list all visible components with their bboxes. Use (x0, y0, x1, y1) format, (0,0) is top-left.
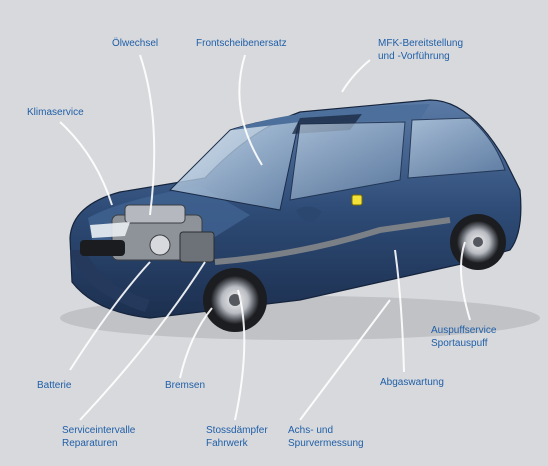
highlight-rear (351, 194, 363, 206)
label-bremsen-text: Bremsen (165, 380, 206, 391)
headlight (90, 222, 130, 238)
label-serviceintervalle[interactable]: Serviceintervalle Reparaturen (62, 424, 135, 450)
side-window-front (289, 121, 406, 201)
label-mfk-line2: und -Vorführung (378, 51, 450, 62)
label-service-line1: Serviceintervalle (62, 425, 136, 436)
label-auspuffservice[interactable]: Auspuffservice Sportauspuff (431, 324, 496, 350)
front-grill (80, 240, 125, 256)
label-auspuff-line1: Auspuffservice (431, 325, 497, 336)
label-auspuff-line2: Sportauspuff (431, 338, 488, 349)
label-abgaswartung[interactable]: Abgaswartung (380, 376, 444, 389)
label-achs-line1: Achs- und (288, 425, 334, 436)
label-stossdaempfer[interactable]: Stossdämpfer Fahrwerk (206, 424, 268, 450)
label-stoss-line1: Stossdämpfer (206, 425, 268, 436)
label-bremsen[interactable]: Bremsen (165, 379, 205, 392)
label-achsvermessung[interactable]: Achs- und Spurvermessung (288, 424, 364, 450)
label-mfk-line1: MFK-Bereitstellung (378, 38, 464, 49)
front-bumper (70, 250, 150, 312)
leader-lines (59, 54, 471, 421)
label-klimaservice-text: Klimaservice (27, 107, 84, 118)
label-mfk-bereitstellung[interactable]: MFK-Bereitstellung und -Vorführung (378, 37, 463, 63)
exhaust-pipe (214, 217, 451, 265)
label-oelwechsel-text: Ölwechsel (112, 38, 159, 49)
side-window-rear (407, 117, 506, 179)
front-wheel (203, 268, 267, 332)
label-achs-line2: Spurvermessung (288, 438, 364, 449)
label-batterie[interactable]: Batterie (37, 379, 71, 392)
label-frontscheibenersatz[interactable]: Frontscheibenersatz (196, 37, 287, 50)
label-service-line2: Reparaturen (62, 438, 118, 449)
side-mirror (296, 206, 322, 222)
label-frontscheibenersatz-text: Frontscheibenersatz (196, 38, 287, 49)
label-abgaswartung-text: Abgaswartung (380, 377, 444, 388)
rear-wheel (450, 214, 506, 270)
label-stoss-line2: Fahrwerk (206, 438, 248, 449)
engine-block (111, 204, 215, 263)
label-batterie-text: Batterie (37, 380, 72, 391)
label-klimaservice[interactable]: Klimaservice (27, 106, 84, 119)
label-oelwechsel[interactable]: Ölwechsel (112, 37, 158, 50)
car-body (69, 99, 522, 319)
